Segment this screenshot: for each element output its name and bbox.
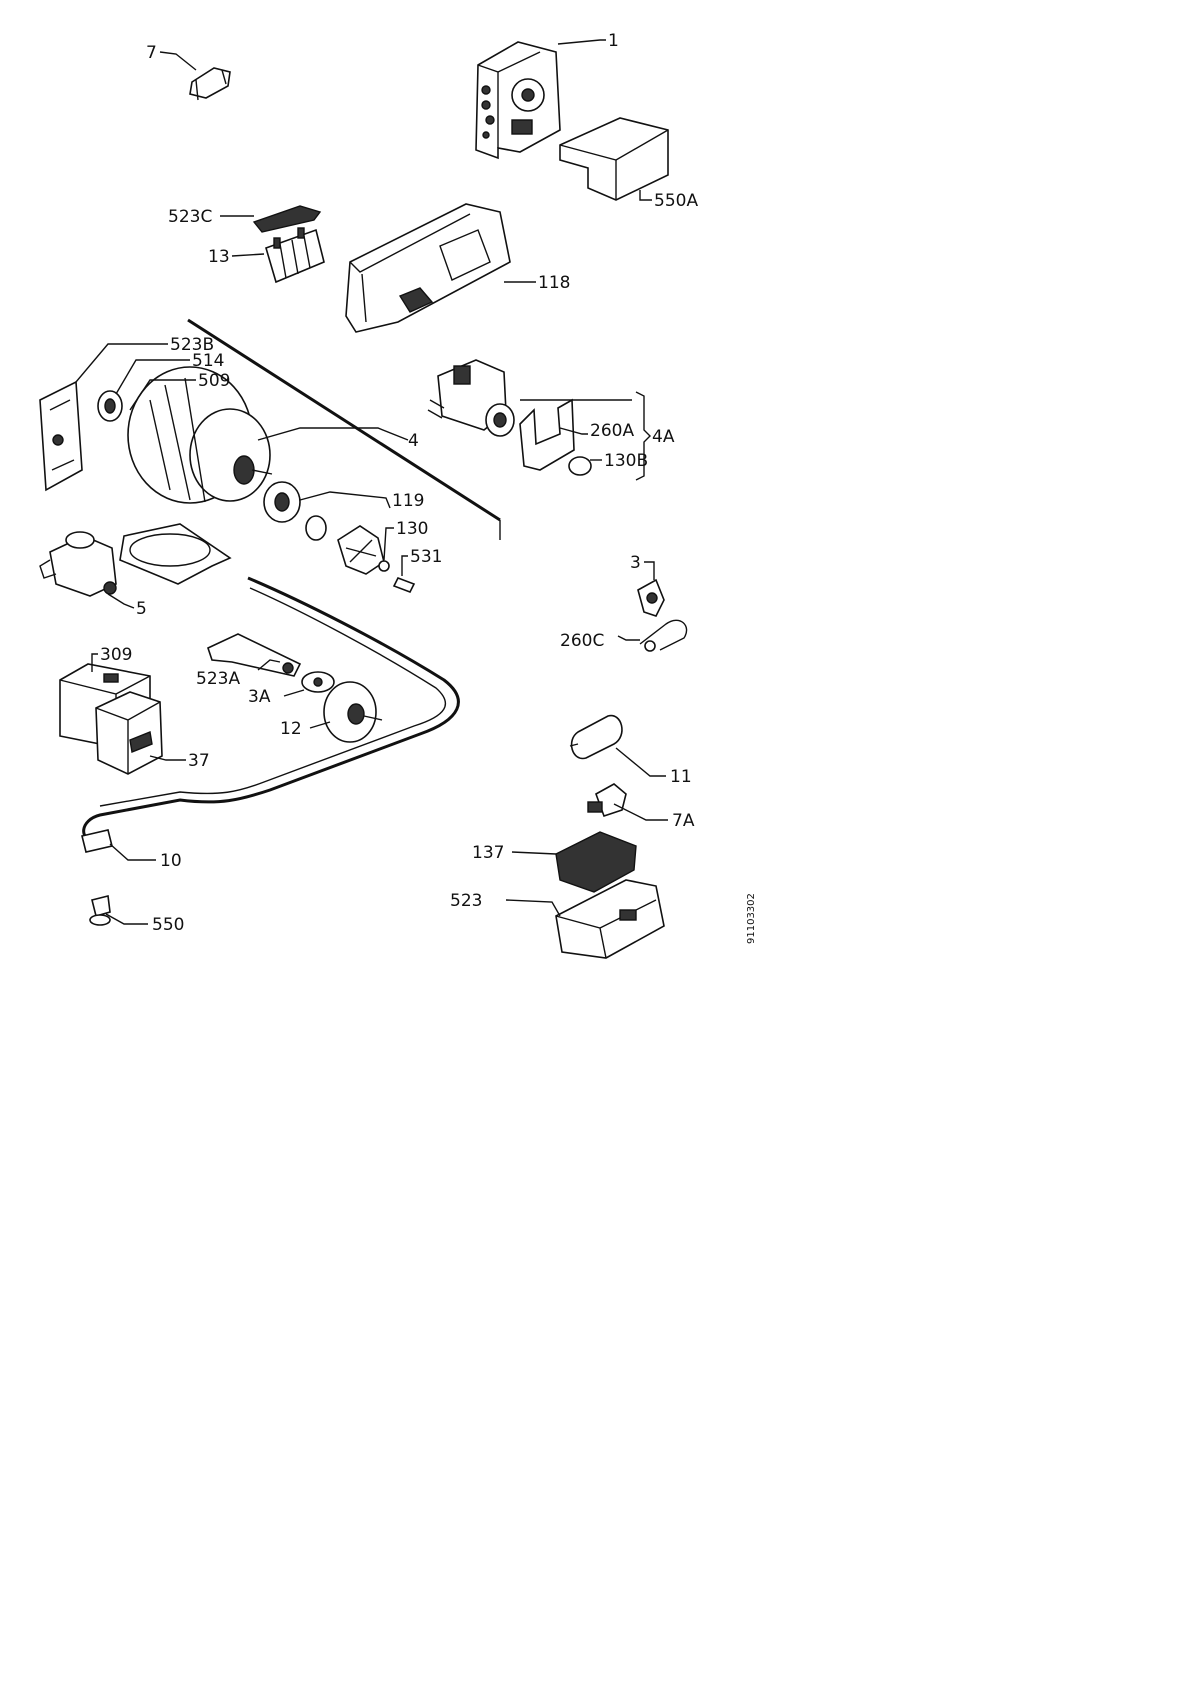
part-119-impeller bbox=[337, 525, 385, 575]
callout-260a: 260A bbox=[590, 421, 634, 441]
part-137-filter bbox=[555, 831, 637, 893]
callout-13: 13 bbox=[208, 247, 230, 267]
part-523a-plate bbox=[207, 633, 302, 677]
part-260a-bracket bbox=[519, 398, 575, 471]
callout-260c: 260C bbox=[560, 631, 604, 651]
callout-labels: 1 550A 7 523C 13 118 523B 514 509 4 260A… bbox=[100, 31, 698, 935]
callout-523a: 523A bbox=[196, 669, 240, 689]
part-37-relay bbox=[95, 691, 163, 775]
callout-37: 37 bbox=[188, 751, 210, 771]
callout-137: 137 bbox=[472, 843, 504, 863]
part-550-plug bbox=[89, 895, 111, 926]
callout-130: 130 bbox=[396, 519, 428, 539]
part-10-heater bbox=[81, 576, 460, 853]
part-13-terminal-block bbox=[265, 227, 325, 284]
part-514-grommet bbox=[97, 390, 123, 422]
part-523-base bbox=[555, 879, 665, 959]
callout-514: 514 bbox=[192, 351, 224, 371]
part-531-screw bbox=[392, 576, 416, 594]
callout-4a: 4A bbox=[652, 427, 675, 447]
callout-5: 5 bbox=[136, 599, 147, 619]
callout-10: 10 bbox=[160, 851, 182, 871]
part-7-switch bbox=[189, 67, 231, 101]
part-motor-gasket bbox=[119, 523, 232, 585]
callout-7: 7 bbox=[146, 43, 157, 63]
callout-4: 4 bbox=[408, 431, 419, 451]
callout-130b: 130B bbox=[604, 451, 648, 471]
callout-1: 1 bbox=[608, 31, 619, 51]
callout-523b: 523B bbox=[170, 335, 214, 355]
callout-3a: 3A bbox=[248, 687, 271, 707]
part-12-disc bbox=[323, 681, 383, 743]
callout-523: 523 bbox=[450, 891, 482, 911]
callout-523c: 523C bbox=[168, 207, 212, 227]
callout-309: 309 bbox=[100, 645, 132, 665]
part-5-drain-pump bbox=[39, 531, 117, 597]
part-11-capacitor bbox=[569, 714, 623, 760]
callout-550: 550 bbox=[152, 915, 184, 935]
callout-550a: 550A bbox=[654, 191, 698, 211]
callout-7a: 7A bbox=[672, 811, 695, 831]
part-3-sensor bbox=[637, 578, 665, 617]
callout-12: 12 bbox=[280, 719, 302, 739]
callout-118: 118 bbox=[538, 273, 570, 293]
callout-509: 509 bbox=[198, 371, 230, 391]
part-3a-thermostat bbox=[301, 671, 335, 693]
callout-3: 3 bbox=[630, 553, 641, 573]
part-130-oring bbox=[378, 560, 390, 572]
part-4a-valve bbox=[427, 359, 515, 437]
leader-lines bbox=[75, 39, 668, 925]
part-509-motor bbox=[127, 366, 273, 504]
part-523c-bracket bbox=[252, 205, 322, 233]
part-260c-clip bbox=[639, 619, 688, 652]
drawing-code: 91103302 bbox=[746, 893, 757, 944]
brace-4a bbox=[520, 391, 651, 481]
part-impeller-housing bbox=[263, 481, 327, 541]
part-7a-microswitch bbox=[587, 783, 627, 818]
part-118-dispenser bbox=[345, 203, 511, 333]
callout-531: 531 bbox=[410, 547, 442, 567]
callout-119: 119 bbox=[392, 491, 424, 511]
callout-11: 11 bbox=[670, 767, 692, 787]
assembly-4-bracket bbox=[187, 318, 501, 540]
part-1-timer bbox=[475, 41, 561, 160]
part-523b-plate bbox=[39, 380, 83, 492]
part-550a-cover bbox=[559, 117, 669, 201]
part-130b-ring bbox=[568, 456, 592, 476]
